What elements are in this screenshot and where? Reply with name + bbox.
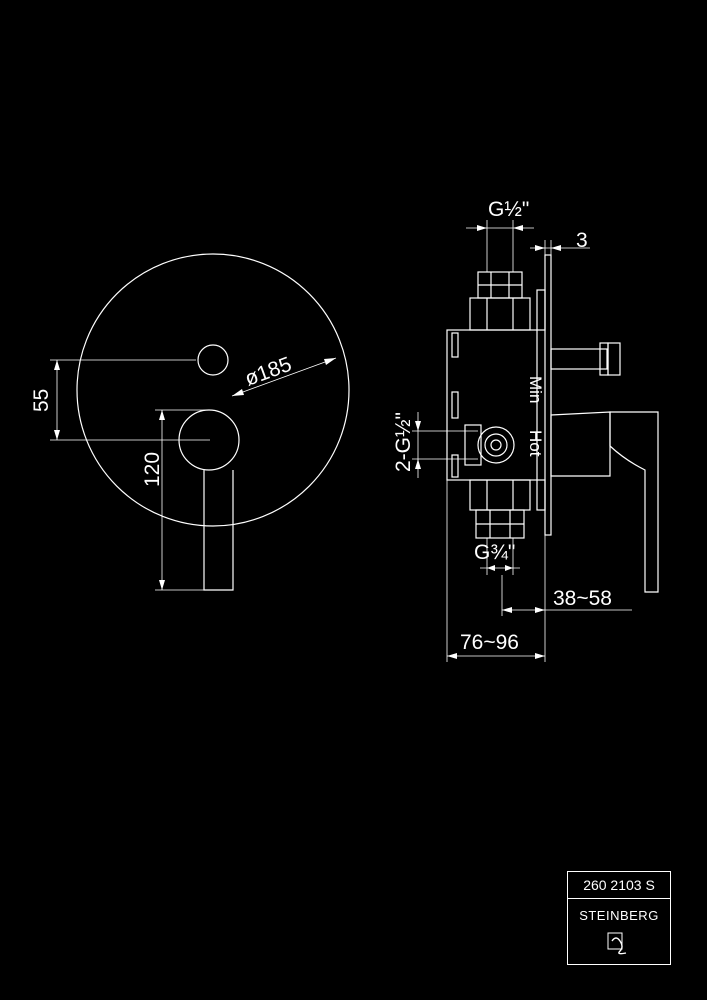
plate-spacer-bottom [536, 479, 546, 511]
body-flange-top [451, 332, 459, 358]
dim-55-arrow-top [54, 360, 60, 370]
plate-diameter-label: ø185 [242, 353, 295, 391]
diameter-leader-arrow [232, 389, 244, 396]
body-flange-mid [451, 391, 459, 419]
side-view: Min Hot G½" 3 2-G½" G¾" [392, 198, 659, 662]
brand-name: STEINBERG [579, 908, 659, 923]
wall-plate [544, 254, 552, 536]
bottom-thread-label: G¾" [474, 541, 515, 564]
lever-body [609, 411, 659, 593]
dim-3-arrow-left [535, 245, 545, 251]
side-inlet-collar [464, 424, 482, 466]
lever-handle [203, 470, 234, 591]
dim-7696-arrow-right [535, 653, 545, 659]
top-thread-label: G½" [488, 198, 529, 221]
diverter-knob-end [607, 342, 621, 376]
lever-length-label: 120 [141, 452, 164, 487]
diameter-leader [231, 357, 337, 397]
side-inlet-core [490, 439, 502, 451]
diverter-knob-stem [550, 348, 608, 370]
dim-g34-arrow-right [505, 565, 513, 571]
bottom-collar [469, 479, 531, 511]
side-inlet-nut [477, 426, 515, 464]
hot-label: Hot [526, 430, 545, 457]
dim-g34-arrow-left [487, 565, 495, 571]
dim-120-arrow-bottom [159, 580, 165, 590]
min-label: Min [526, 376, 545, 403]
dim-g12-arrow-right [513, 225, 523, 231]
body-depth-label: 76~96 [460, 631, 519, 654]
plate-thickness-label: 3 [576, 229, 588, 252]
diameter-leader-arrow-end [324, 358, 336, 365]
diverter-knob-hole [197, 344, 229, 376]
dim-3858-arrow-left [502, 607, 512, 613]
dim-3858-arrow-right [535, 607, 545, 613]
lever-offset-label: 55 [30, 389, 53, 412]
side-inlet-bore [484, 433, 508, 457]
dim-7696-arrow-left [447, 653, 457, 659]
cover-plate-outline [76, 253, 350, 527]
steinberg-logo-icon [607, 932, 627, 955]
dim-55-arrow-bottom [54, 430, 60, 440]
dim-120-arrow-top [159, 410, 165, 420]
side-threads-label: 2-G½" [392, 412, 415, 472]
dim-g12-arrow-left [477, 225, 487, 231]
valve-body [446, 329, 538, 481]
title-block: 260 2103 S STEINBERG [567, 871, 671, 965]
plate-spacer-top [536, 289, 546, 331]
body-flange-bottom [451, 454, 459, 478]
front-view: ø185 55 120 [30, 253, 350, 591]
dim-3-arrow-right [551, 245, 561, 251]
dim-2g12-arrow-top [415, 421, 421, 431]
product-code: 260 2103 S [568, 872, 670, 899]
wall-depth-label: 38~58 [553, 587, 612, 610]
dim-2g12-arrow-bottom [415, 459, 421, 469]
top-collar [469, 297, 531, 331]
lever-base [550, 411, 611, 477]
